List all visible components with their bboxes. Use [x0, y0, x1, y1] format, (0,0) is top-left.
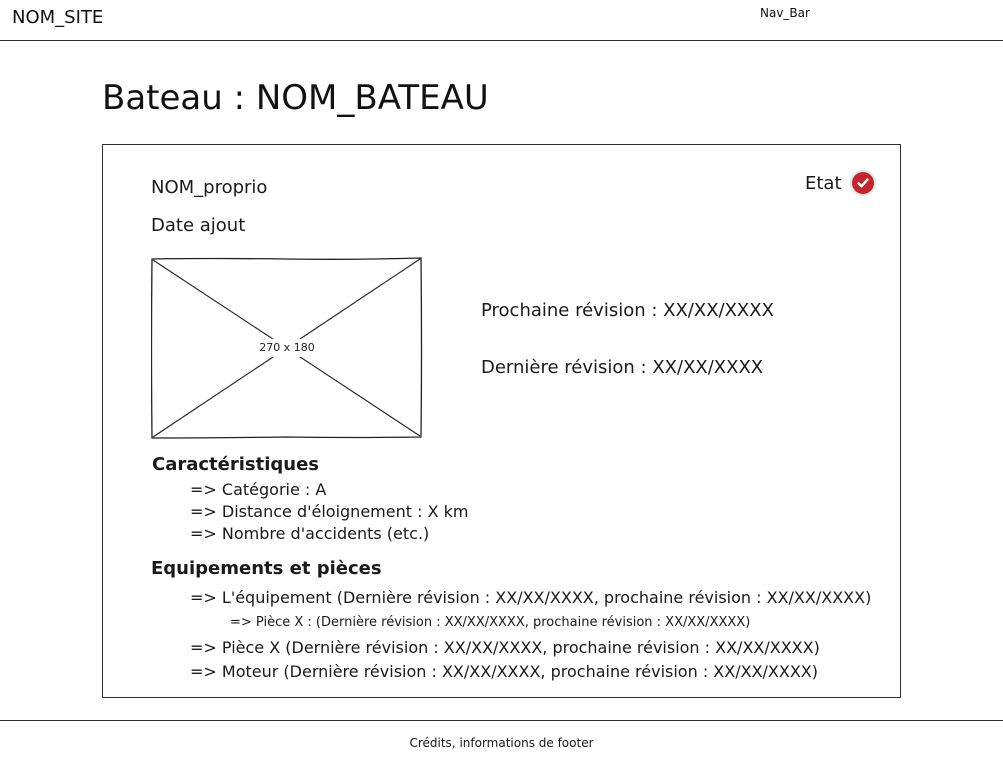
- characteristics-title: Caractéristiques: [152, 454, 320, 475]
- characteristic-item: => Catégorie : A: [190, 480, 327, 499]
- nav-bar[interactable]: Nav_Bar: [760, 6, 810, 20]
- equipment-title: Equipements et pièces: [151, 558, 382, 579]
- etat-label: Etat: [805, 172, 842, 194]
- date-added: Date ajout: [151, 215, 246, 236]
- equipment-item: => Pièce X (Dernière révision : XX/XX/XX…: [190, 638, 820, 657]
- etat-status: Etat: [805, 172, 874, 194]
- footer-text: Crédits, informations de footer: [409, 736, 594, 750]
- characteristic-item: => Nombre d'accidents (etc.): [190, 524, 430, 543]
- characteristic-item: => Distance d'éloignement : X km: [190, 502, 469, 521]
- page-title: Bateau : NOM_BATEAU: [102, 78, 489, 118]
- site-name[interactable]: NOM_SITE: [12, 7, 104, 28]
- last-revision: Dernière révision : XX/XX/XXXX: [481, 357, 764, 378]
- owner-name: NOM_proprio: [151, 177, 268, 198]
- boat-image-placeholder: 270 x 180: [151, 257, 423, 439]
- site-header: NOM_SITE Nav_Bar: [0, 0, 1003, 41]
- equipment-item: => Moteur (Dernière révision : XX/XX/XXX…: [190, 662, 818, 681]
- check-circle-icon: [851, 172, 874, 194]
- next-revision: Prochaine révision : XX/XX/XXXX: [481, 300, 774, 321]
- equipment-subitem: => Pièce X : (Dernière révision : XX/XX/…: [230, 615, 751, 630]
- equipment-item: => L'équipement (Dernière révision : XX/…: [190, 588, 872, 607]
- boat-card: NOM_proprio Date ajout Etat 270 x 180 Pr…: [102, 144, 901, 698]
- image-size-label: 270 x 180: [259, 341, 315, 354]
- site-footer: Crédits, informations de footer: [0, 720, 1003, 759]
